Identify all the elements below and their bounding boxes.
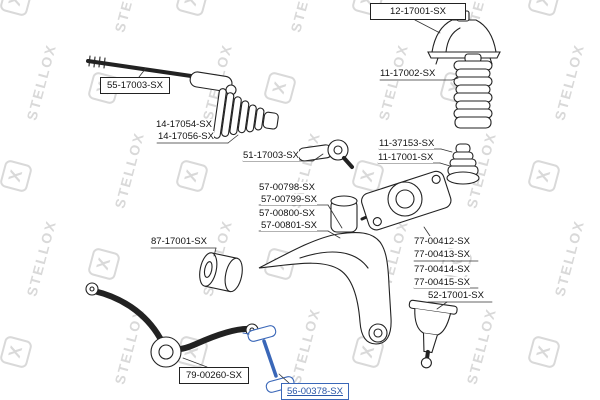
arm-bushing-drawing: [199, 252, 243, 293]
label-bump-stop-b[interactable]: 11-17001-SX: [378, 152, 434, 163]
label-bracket-c[interactable]: 77-00414-SX: [414, 264, 470, 275]
label-bracket-d[interactable]: 77-00415-SX: [414, 277, 470, 288]
label-strut-boot[interactable]: 11-17002-SX: [380, 68, 436, 79]
leader-lines: [138, 19, 493, 384]
label-bracket-a[interactable]: 77-00412-SX: [414, 236, 470, 247]
tie-rod-end-drawing: [297, 139, 354, 169]
strut-boot-drawing: [453, 53, 493, 129]
label-rack-boot-a[interactable]: 14-17054-SX: [156, 119, 212, 130]
label-stab-bushing[interactable]: 79-00260-SX: [179, 367, 249, 384]
label-control-arm-a[interactable]: 57-00798-SX: [259, 182, 315, 193]
control-arm-drawing: [258, 195, 400, 345]
label-control-arm-c[interactable]: 57-00800-SX: [259, 208, 315, 219]
label-stab-link-selected[interactable]: 56-00378-SX: [281, 383, 349, 400]
label-control-arm-d[interactable]: 57-00801-SX: [261, 220, 317, 231]
label-bracket-b[interactable]: 77-00413-SX: [414, 249, 470, 260]
bump-stop-drawing: [446, 143, 480, 185]
axial-rod-drawing: [86, 55, 237, 96]
ball-joint-drawing: [408, 299, 458, 369]
rack-boot-drawing: [212, 88, 279, 139]
label-axial-rod[interactable]: 55-17003-SX: [100, 77, 170, 94]
label-control-arm-b[interactable]: 57-00799-SX: [261, 194, 317, 205]
sway-bar-drawing: [85, 282, 259, 368]
label-rack-boot-b[interactable]: 14-17056-SX: [158, 131, 214, 142]
label-tie-rod-end[interactable]: 51-17003-SX: [243, 150, 299, 161]
bracket-drawing: [361, 170, 452, 231]
label-arm-bushing[interactable]: 87-17001-SX: [151, 236, 207, 247]
label-strut-mount[interactable]: 12-17001-SX: [370, 3, 466, 20]
label-ball-joint[interactable]: 52-17001-SX: [428, 290, 484, 301]
label-bump-stop-a[interactable]: 11-37153-SX: [379, 138, 435, 149]
